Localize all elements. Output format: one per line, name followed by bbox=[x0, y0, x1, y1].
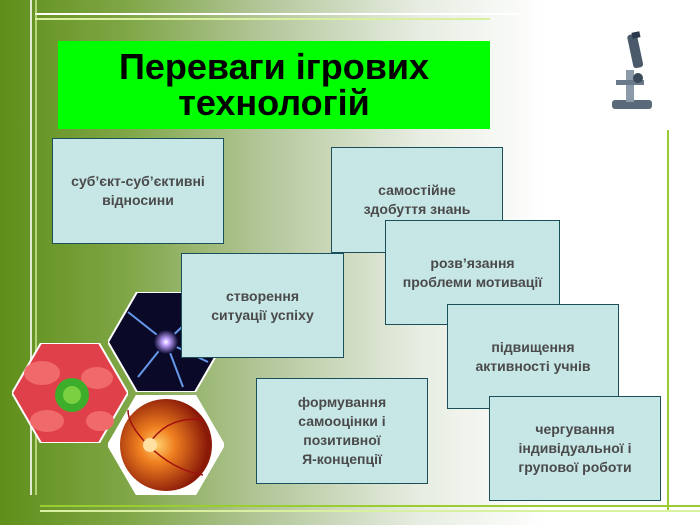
microscope-icon bbox=[612, 31, 652, 109]
card-work-alternation: чергування індивідуальної і групової роб… bbox=[489, 396, 661, 501]
right-stripe bbox=[667, 130, 669, 510]
card-subject-relations: суб’єкт-суб’єктивні відносини bbox=[52, 138, 224, 244]
title-box: Переваги ігрових технологій bbox=[58, 41, 490, 129]
bottom-stripe bbox=[40, 505, 700, 507]
card-self-esteem: формування самооцінки і позитивної Я-кон… bbox=[256, 378, 428, 484]
retina-icon bbox=[108, 395, 224, 495]
card-student-activity: підвищення активності учнів bbox=[447, 304, 619, 409]
bottom-stripe-2 bbox=[40, 510, 700, 512]
card-success-situation: створення ситуації успіху bbox=[181, 253, 344, 358]
left-stripe-2 bbox=[35, 0, 37, 495]
top-stripe bbox=[35, 13, 520, 15]
page-title: Переваги ігрових технологій bbox=[119, 46, 429, 123]
left-stripe bbox=[30, 0, 32, 495]
blood-cells-icon bbox=[12, 343, 128, 443]
top-stripe-2 bbox=[35, 18, 490, 20]
